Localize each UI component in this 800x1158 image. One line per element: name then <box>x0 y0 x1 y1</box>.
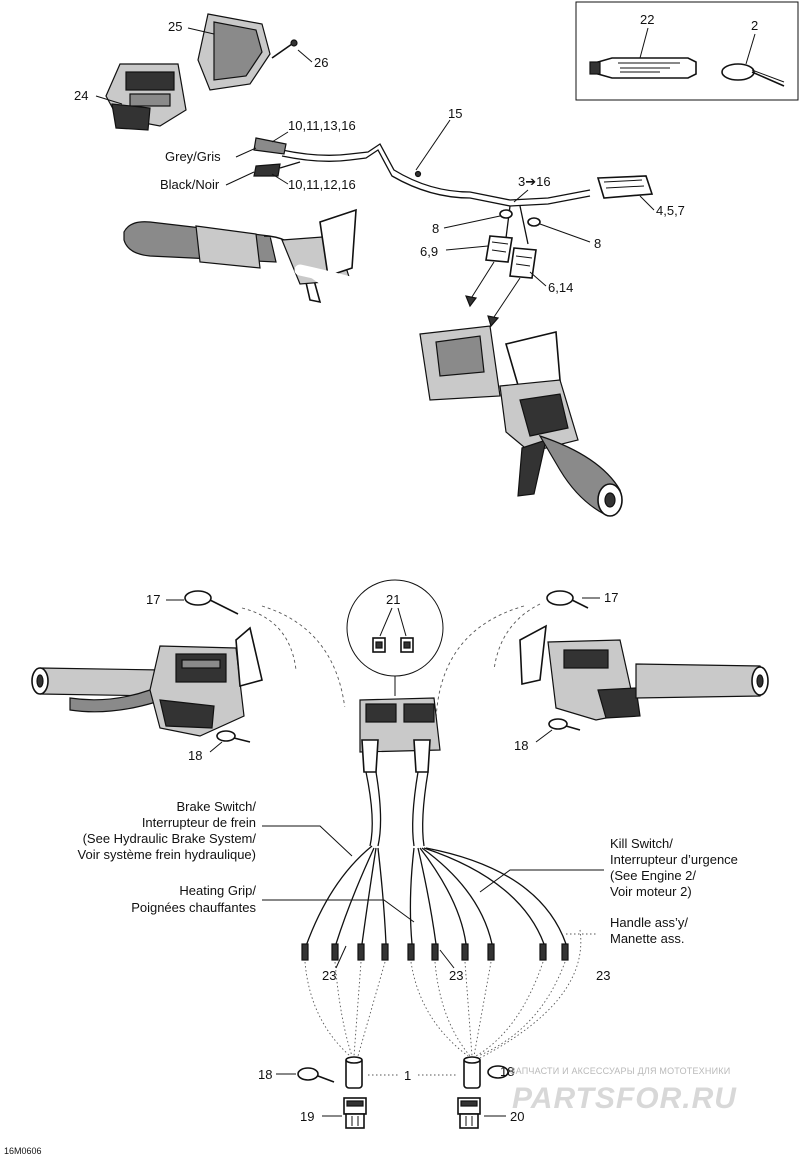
connector-19 <box>343 1097 367 1129</box>
handle-line-1: Handle ass’y/ <box>610 915 688 930</box>
screw-26 <box>271 39 298 59</box>
tie-wrap-18-bottom-right <box>487 1065 509 1079</box>
callout-25: 25 <box>168 19 182 34</box>
callout-6-14: 6,14 <box>548 280 573 295</box>
callout-8-left: 8 <box>432 221 439 236</box>
callout-6-9: 6,9 <box>420 244 438 259</box>
connector-20 <box>457 1097 481 1129</box>
callout-21: 21 <box>386 592 400 607</box>
heating-line-1: Heating Grip/ <box>179 883 256 898</box>
kill-line-3: (See Engine 2/ <box>610 868 696 883</box>
label-grey: Grey/Gris <box>165 149 221 164</box>
callout-24: 24 <box>74 88 88 103</box>
tie-wrap-17-left <box>184 590 239 615</box>
label-kill-switch: Kill Switch/ Interrupteur d’urgence (See… <box>610 836 738 899</box>
kill-line-2: Interrupteur d’urgence <box>610 852 738 867</box>
callout-4-5-7: 4,5,7 <box>656 203 685 218</box>
connectors-6 <box>485 209 541 279</box>
callout-22: 22 <box>640 12 654 27</box>
callout-18-bottom-left: 18 <box>258 1067 272 1082</box>
callout-17-right: 17 <box>604 590 618 605</box>
bottom-handlebar <box>31 624 769 773</box>
brake-line-1: Brake Switch/ <box>177 799 257 814</box>
callout-19: 19 <box>300 1109 314 1124</box>
label-black: Black/Noir <box>160 177 220 192</box>
tie-wrap-2 <box>721 63 785 87</box>
label-heating-grip: Heating Grip/ Poignées chauffantes <box>131 883 256 915</box>
left-switch-housing <box>105 13 271 131</box>
callout-17-left: 17 <box>146 592 160 607</box>
callout-8-right: 8 <box>594 236 601 251</box>
diagram-id: 16M0606 <box>4 1146 42 1156</box>
brake-line-3: (See Hydraulic Brake System/ <box>83 831 257 846</box>
callout-26: 26 <box>314 55 328 70</box>
callout-18-bottom-right: 18 <box>500 1064 514 1079</box>
watermark-line-1: ЗАПЧАСТИ И АКСЕССУАРЫ ДЛЯ МОТОТЕХНИКИ <box>510 1066 730 1076</box>
label-handle-assy: Handle ass’y/ Manette ass. <box>610 915 688 946</box>
top-handlebar <box>123 208 632 517</box>
callout-2: 2 <box>751 18 758 33</box>
routing-dotted <box>304 929 596 1059</box>
tie-wrap-17-right <box>546 590 589 609</box>
sealant-tube <box>589 57 697 79</box>
callout-18-left: 18 <box>188 748 202 763</box>
handle-line-2: Manette ass. <box>610 931 684 946</box>
tie-wrap-18-bottom-left <box>297 1067 335 1083</box>
callout-3-16: 3➔16 <box>518 174 551 189</box>
callout-20: 20 <box>510 1109 524 1124</box>
callout-23-left: 23 <box>322 968 336 983</box>
kill-line-4: Voir moteur 2) <box>610 884 692 899</box>
tie-wrap-18-right <box>548 718 581 731</box>
label-brake-switch: Brake Switch/ Interrupteur de frein (See… <box>78 799 257 862</box>
kill-line-1: Kill Switch/ <box>610 836 673 851</box>
heating-line-2: Poignées chauffantes <box>131 900 256 915</box>
sleeves-1 <box>345 1056 481 1089</box>
wire-bundles <box>301 771 569 961</box>
callout-10-11-12-16: 10,11,12,16 <box>288 177 356 192</box>
brake-line-2: Interrupteur de frein <box>142 815 256 830</box>
inset-box: 22 2 <box>575 1 799 101</box>
callout-23-right: 23 <box>596 968 610 983</box>
inset-circle-21: 21 <box>346 579 444 696</box>
brake-line-4: Voir système frein hydraulique) <box>78 847 256 862</box>
callout-1: 1 <box>404 1068 411 1083</box>
callout-18-right: 18 <box>514 738 528 753</box>
callout-15: 15 <box>448 106 462 121</box>
callout-23-mid: 23 <box>449 968 463 983</box>
wiring-harness-15 <box>253 137 654 245</box>
callout-10-11-13-16: 10,11,13,16 <box>288 118 356 133</box>
watermark-line-2: PARTSFOR.RU <box>512 1082 737 1115</box>
tie-wrap-18-left <box>216 730 251 743</box>
